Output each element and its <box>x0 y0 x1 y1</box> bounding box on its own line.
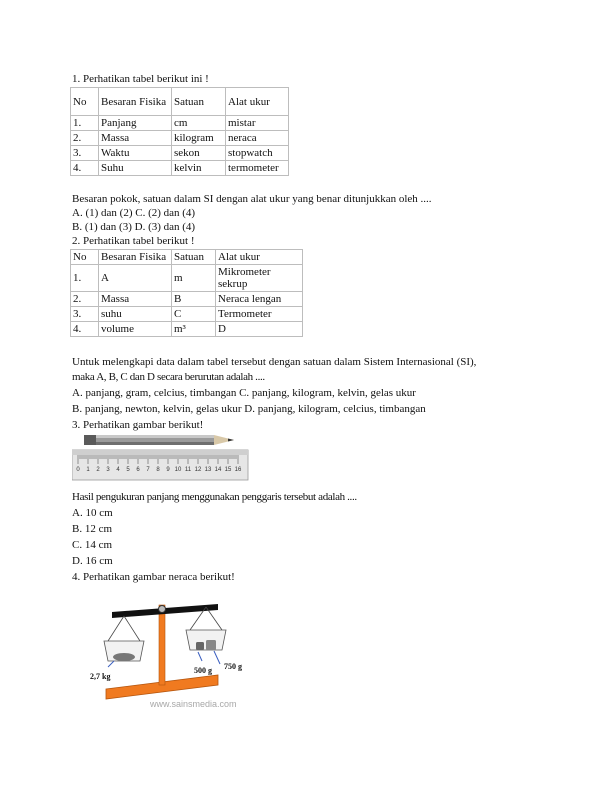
q1-question: Besaran pokok, satuan dalam SI dengan al… <box>72 193 432 205</box>
q2-table: No Besaran Fisika Satuan Alat ukur 1. A … <box>70 249 303 337</box>
q1-options-line-1: A. (1) dan (2) C. (2) dan (4) <box>72 207 196 219</box>
q2-title: 2. Perhatikan tabel berikut ! <box>72 235 195 247</box>
table-cell: Massa <box>98 291 172 307</box>
header-cell: Alat ukur <box>215 249 303 265</box>
table-cell: kilogram <box>171 130 226 146</box>
table-cell: 3. <box>70 145 99 161</box>
q3-title: 3. Perhatikan gambar berikut! <box>72 419 204 431</box>
table-cell: m <box>171 264 216 292</box>
table-header-row: No Besaran Fisika Satuan Alat ukur <box>70 87 289 116</box>
ruler-tick-label: 15 <box>225 467 232 473</box>
q2-options-line-2: B. panjang, newton, kelvin, gelas ukur D… <box>72 403 426 415</box>
table-cell: D <box>215 321 303 337</box>
header-cell: No <box>70 87 99 116</box>
table-cell: 3. <box>70 306 99 322</box>
table-cell: m³ <box>171 321 216 337</box>
table-row: 4. Suhu kelvin termometer <box>70 160 289 176</box>
q3-option-a: A. 10 cm <box>72 507 113 519</box>
table-cell: Massa <box>98 130 172 146</box>
table-cell: 1. <box>70 264 99 292</box>
table-cell: 4. <box>70 321 99 337</box>
table-row: 3. Waktu sekon stopwatch <box>70 145 289 161</box>
ruler-tick-label: 5 <box>126 467 130 473</box>
q1-table: No Besaran Fisika Satuan Alat ukur 1. Pa… <box>70 87 289 176</box>
q3-question: Hasil pengukuran panjang menggunakan pen… <box>72 491 357 503</box>
ruler-tick-label: 8 <box>156 467 160 473</box>
q2-question-line-1: Untuk melengkapi data dalam tabel terseb… <box>72 356 477 368</box>
table-cell: Mikrometer sekrup <box>215 264 303 292</box>
table-cell: A <box>98 264 172 292</box>
table-cell: Termometer <box>215 306 303 322</box>
table-cell: cm <box>171 115 226 131</box>
table-row: 2. Massa B Neraca lengan <box>70 291 303 307</box>
ruler-tick-label: 11 <box>185 467 192 473</box>
ruler-tick-label: 13 <box>205 467 212 473</box>
table-row: 4. volume m³ D <box>70 321 303 337</box>
ruler-tick-label: 14 <box>215 467 222 473</box>
table-cell: C <box>171 306 216 322</box>
label-left-mass: 2,7 kg <box>90 672 110 681</box>
table-cell: 2. <box>70 291 99 307</box>
q1-options-line-2: B. (1) dan (3) D. (3) dan (4) <box>72 221 196 233</box>
table-cell: 1. <box>70 115 99 131</box>
q2-question-line-2: maka A, B, C dan D secara berurutan adal… <box>72 371 265 383</box>
label-mid-mass: 500 g <box>194 666 212 675</box>
header-cell: Satuan <box>171 87 226 116</box>
table-cell: suhu <box>98 306 172 322</box>
q3-option-b: B. 12 cm <box>72 523 113 535</box>
table-cell: kelvin <box>171 160 226 176</box>
header-cell: Besaran Fisika <box>98 249 172 265</box>
table-cell: Suhu <box>98 160 172 176</box>
q1-title: 1. Perhatikan tabel berikut ini ! <box>72 73 209 85</box>
table-row: 1. Panjang cm mistar <box>70 115 289 131</box>
ruler-tick-label: 10 <box>175 467 182 473</box>
q2-options-line-1: A. panjang, gram, celcius, timbangan C. … <box>72 387 416 399</box>
table-cell: mistar <box>225 115 289 131</box>
table-row: 3. suhu C Termometer <box>70 306 303 322</box>
table-cell: neraca <box>225 130 289 146</box>
ruler-tick-label: 6 <box>136 467 140 473</box>
table-row: 2. Massa kilogram neraca <box>70 130 289 146</box>
header-cell: No <box>70 249 99 265</box>
table-cell: Waktu <box>98 145 172 161</box>
table-cell: volume <box>98 321 172 337</box>
table-cell: 2. <box>70 130 99 146</box>
table-cell: 4. <box>70 160 99 176</box>
q3-option-d: D. 16 cm <box>72 555 113 567</box>
table-cell: stopwatch <box>225 145 289 161</box>
ruler-tick-label: 3 <box>106 467 110 473</box>
table-cell: Neraca lengan <box>215 291 303 307</box>
ruler-tick-label: 16 <box>235 467 242 473</box>
table-cell: B <box>171 291 216 307</box>
header-cell: Satuan <box>171 249 216 265</box>
ruler-tick-label: 9 <box>166 467 170 473</box>
ruler-tick-label: 4 <box>116 467 120 473</box>
table-row: 1. A m Mikrometer sekrup <box>70 264 303 292</box>
header-cell: Alat ukur <box>225 87 289 116</box>
table-cell: termometer <box>225 160 289 176</box>
table-cell: sekon <box>171 145 226 161</box>
ruler-tick-label: 12 <box>195 467 202 473</box>
q4-title: 4. Perhatikan gambar neraca berikut! <box>72 571 235 583</box>
pencil-icon <box>84 435 234 445</box>
table-header-row: No Besaran Fisika Satuan Alat ukur <box>70 249 303 265</box>
ruler-tick-label: 0 <box>76 467 80 473</box>
table-cell: Panjang <box>98 115 172 131</box>
watermark: www.sainsmedia.com <box>149 699 237 709</box>
ruler-tick-label: 2 <box>96 467 100 473</box>
label-right-mass: 750 g <box>224 662 242 671</box>
header-cell: Besaran Fisika <box>98 87 172 116</box>
q3-option-c: C. 14 cm <box>72 539 113 551</box>
ruler-tick-label: 1 <box>86 467 90 473</box>
balance-scale-image: 2,7 kg 500 g 750 g www.sainsmedia.com <box>72 585 254 713</box>
ruler-tick-label: 7 <box>146 467 150 473</box>
balance-scale-icon <box>103 604 227 700</box>
